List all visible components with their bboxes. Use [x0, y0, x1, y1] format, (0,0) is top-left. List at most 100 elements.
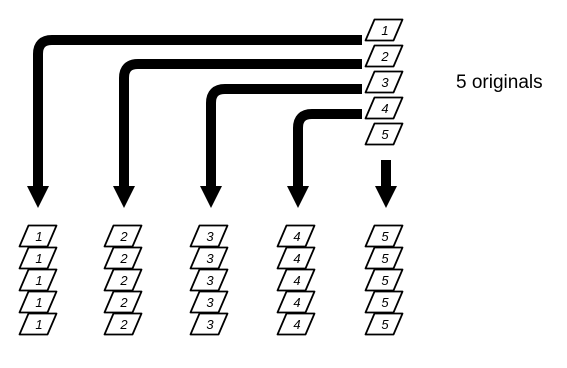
arrow-head — [113, 186, 135, 208]
sheet-outline — [364, 268, 404, 292]
page-number: 3 — [206, 295, 214, 310]
page-number: 4 — [293, 251, 300, 266]
page-number: 5 — [381, 273, 389, 288]
page-number: 4 — [293, 317, 300, 332]
sorted-sheet: 2 — [103, 290, 143, 314]
sorted-sheet: 2 — [103, 224, 143, 248]
sorted-sheet: 4 — [276, 312, 316, 336]
original-page-1: 1 — [364, 18, 404, 42]
page-number: 5 — [381, 127, 389, 142]
page-number: 2 — [119, 251, 128, 266]
stack-page-1: 1 1 1 1 1 — [18, 224, 58, 336]
sorted-sheet: 1 — [18, 290, 58, 314]
sorted-sheet: 3 — [189, 312, 229, 336]
sorted-sheet: 2 — [103, 312, 143, 336]
sorted-sheet: 5 — [364, 224, 404, 248]
page-number: 2 — [119, 317, 128, 332]
sheet-outline — [103, 312, 143, 336]
sheet-outline — [189, 312, 229, 336]
page-number: 5 — [381, 317, 389, 332]
arrow-shaft — [293, 109, 362, 187]
sorted-sheet: 2 — [103, 246, 143, 270]
sorted-sheet: 5 — [364, 268, 404, 292]
arrow-head — [287, 186, 309, 208]
sheet-outline — [18, 290, 58, 314]
sorted-sheet: 3 — [189, 290, 229, 314]
sorted-sheet: 1 — [18, 246, 58, 270]
distribution-arrows — [27, 35, 397, 208]
sorted-sheet: 4 — [276, 268, 316, 292]
page-number: 1 — [35, 295, 42, 310]
sheet-outline — [18, 268, 58, 292]
stack-page-4: 4 4 4 4 4 — [276, 224, 316, 336]
page-number: 4 — [293, 229, 300, 244]
page-number: 2 — [119, 229, 128, 244]
sheet-outline — [189, 268, 229, 292]
sheet-outline — [276, 246, 316, 270]
sorted-sheet: 1 — [18, 312, 58, 336]
arrow-to-stack-4 — [287, 109, 362, 208]
arrow-head — [200, 186, 222, 208]
sorted-sheet: 3 — [189, 246, 229, 270]
sheet-outline — [103, 224, 143, 248]
page-number: 4 — [293, 295, 300, 310]
arrow-head — [375, 186, 397, 208]
page-number: 3 — [206, 273, 214, 288]
sheet-outline — [276, 268, 316, 292]
sorted-sheet: 4 — [276, 224, 316, 248]
page-number: 3 — [381, 75, 389, 90]
sheet-outline — [103, 246, 143, 270]
stack-page-5: 5 5 5 5 5 — [364, 224, 404, 336]
sheet-outline — [364, 18, 404, 42]
sheet-outline — [276, 312, 316, 336]
sheet-outline — [18, 224, 58, 248]
original-page-2: 2 — [364, 44, 404, 68]
sorted-sheet: 1 — [18, 224, 58, 248]
sheet-outline — [364, 44, 404, 68]
original-page-5: 5 — [364, 122, 404, 146]
page-number: 5 — [381, 295, 389, 310]
page-number: 3 — [206, 251, 214, 266]
sorted-sheet: 4 — [276, 246, 316, 270]
sheet-outline — [103, 268, 143, 292]
page-number: 2 — [119, 295, 128, 310]
page-number: 5 — [381, 251, 389, 266]
stack-page-2: 2 2 2 2 2 — [103, 224, 143, 336]
page-number: 2 — [380, 49, 389, 64]
sheet-outline — [364, 224, 404, 248]
sheet-outline — [189, 224, 229, 248]
original-page-4: 4 — [364, 96, 404, 120]
page-number: 1 — [35, 251, 42, 266]
sheet-outline — [189, 290, 229, 314]
sheet-outline — [18, 246, 58, 270]
sorted-sheet: 4 — [276, 290, 316, 314]
arrow-head — [27, 186, 49, 208]
sheet-outline — [18, 312, 58, 336]
page-number: 1 — [381, 23, 388, 38]
sheet-outline — [364, 70, 404, 94]
sheet-outline — [364, 246, 404, 270]
sheet-outline — [364, 122, 404, 146]
page-number: 1 — [35, 317, 42, 332]
sheet-outline — [103, 290, 143, 314]
arrow-to-stack-1 — [27, 35, 362, 208]
original-page-3: 3 — [364, 70, 404, 94]
sheet-outline — [364, 290, 404, 314]
page-number: 1 — [35, 273, 42, 288]
page-number: 1 — [35, 229, 42, 244]
sheet-outline — [189, 246, 229, 270]
arrow-to-stack-5 — [375, 160, 397, 208]
originals-stack: 1 2 3 4 5 — [364, 18, 404, 146]
sorted-sheet: 2 — [103, 268, 143, 292]
sorted-sheet: 5 — [364, 246, 404, 270]
sheet-outline — [364, 96, 404, 120]
page-number: 2 — [119, 273, 128, 288]
arrow-shaft — [119, 59, 362, 187]
sorted-sheet: 5 — [364, 312, 404, 336]
sorted-sheet: 3 — [189, 268, 229, 292]
arrow-to-stack-3 — [200, 84, 362, 208]
sheet-outline — [276, 290, 316, 314]
